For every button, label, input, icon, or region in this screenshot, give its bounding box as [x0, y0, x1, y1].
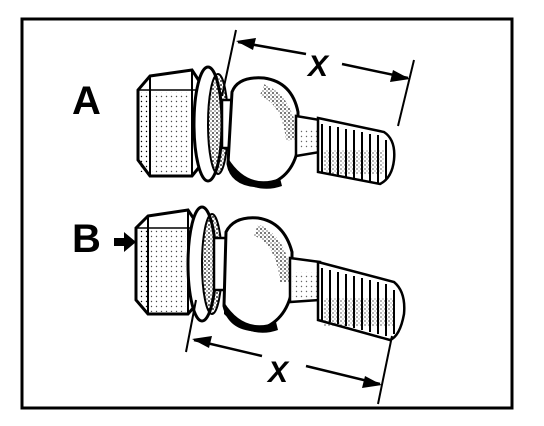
- figure-frame: [20, 17, 514, 410]
- bolt-b-thread: [316, 260, 406, 342]
- bolt-a: A X: [72, 29, 415, 189]
- bolt-a-thread: [316, 116, 396, 186]
- bolt-b-hex-head: [134, 208, 202, 316]
- bolt-a-seat: [226, 76, 300, 189]
- bolt-b: B X: [72, 205, 406, 405]
- svg-text:X: X: [306, 50, 330, 83]
- dimension-x-bottom: X: [185, 299, 393, 405]
- bolt-b-arrow-icon: [114, 232, 136, 252]
- dimension-x-top: X: [221, 29, 415, 127]
- bolt-a-shank: [294, 114, 322, 158]
- svg-text:X: X: [266, 356, 290, 389]
- bolt-b-label: B: [72, 217, 101, 261]
- bolt-a-hex-head: [136, 68, 207, 178]
- bolt-b-shank: [288, 256, 322, 304]
- bolt-a-label: A: [72, 79, 101, 123]
- bolt-b-seat: [222, 216, 294, 333]
